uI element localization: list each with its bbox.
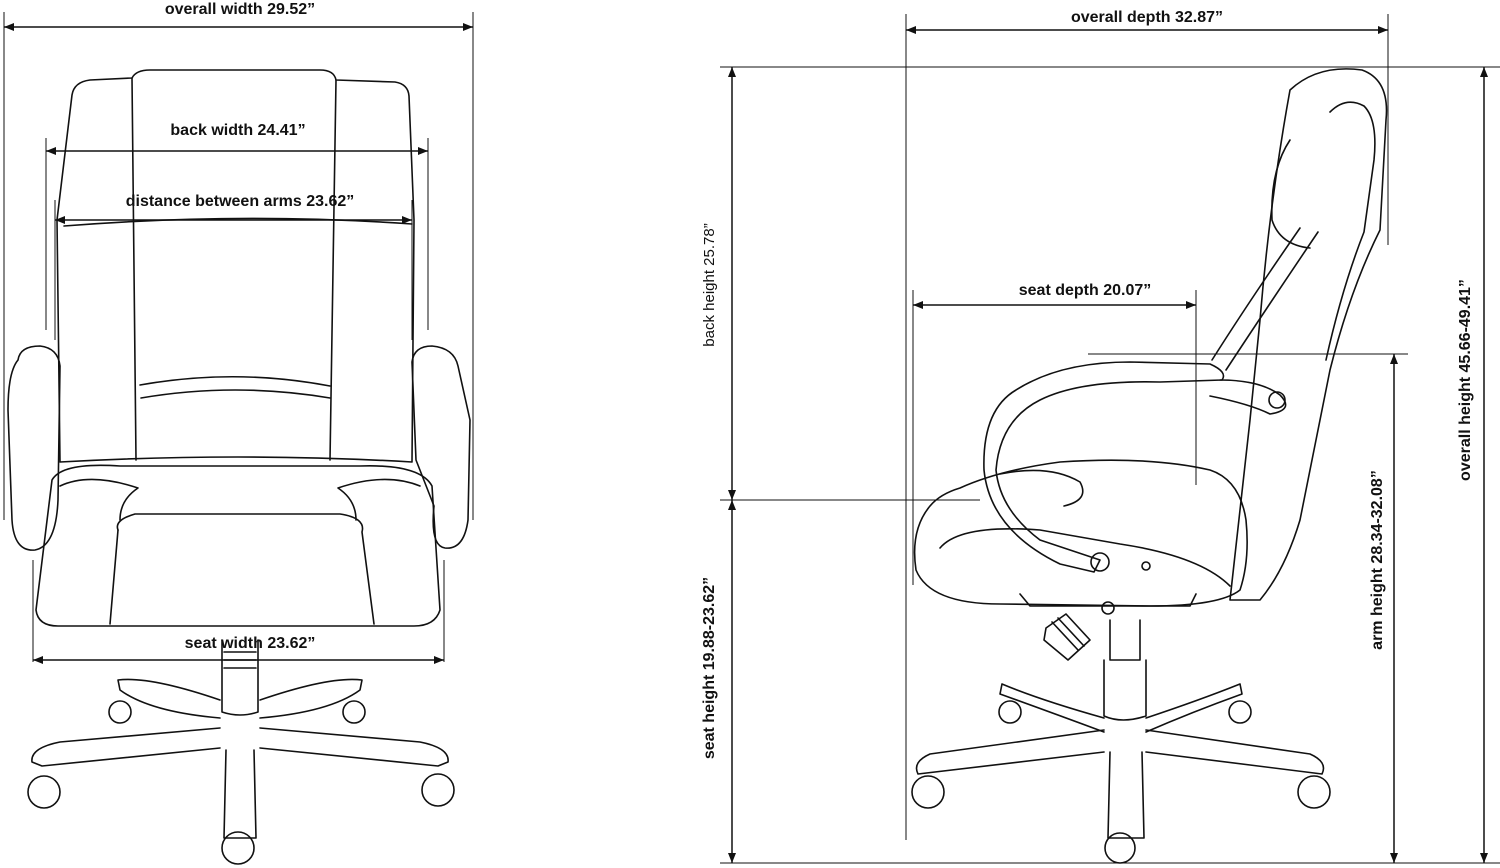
front-view: overall width 29.52” back width 24.41” d… xyxy=(3,1,474,865)
distance-between-arms-label: distance between arms 23.62” xyxy=(126,193,355,210)
overall-width-label: overall width 29.52” xyxy=(165,1,315,18)
seat-depth-label: seat depth 20.07” xyxy=(1019,282,1152,299)
back-height-label: back height 25.78” xyxy=(701,223,718,346)
side-view: overall depth 32.87” seat depth 20.07” b… xyxy=(701,9,1500,864)
side-chair-drawing xyxy=(911,68,1388,864)
seat-height-label: seat height 19.88-23.62” xyxy=(701,577,718,759)
overall-height-label: overall height 45.66-49.41” xyxy=(1457,279,1474,481)
back-width-label: back width 24.41” xyxy=(170,122,305,139)
seat-width-label: seat width 23.62” xyxy=(185,635,316,652)
front-chair-drawing xyxy=(7,69,471,865)
arm-height-label: arm height 28.34-32.08” xyxy=(1369,470,1386,650)
overall-depth-label: overall depth 32.87” xyxy=(1071,9,1223,26)
